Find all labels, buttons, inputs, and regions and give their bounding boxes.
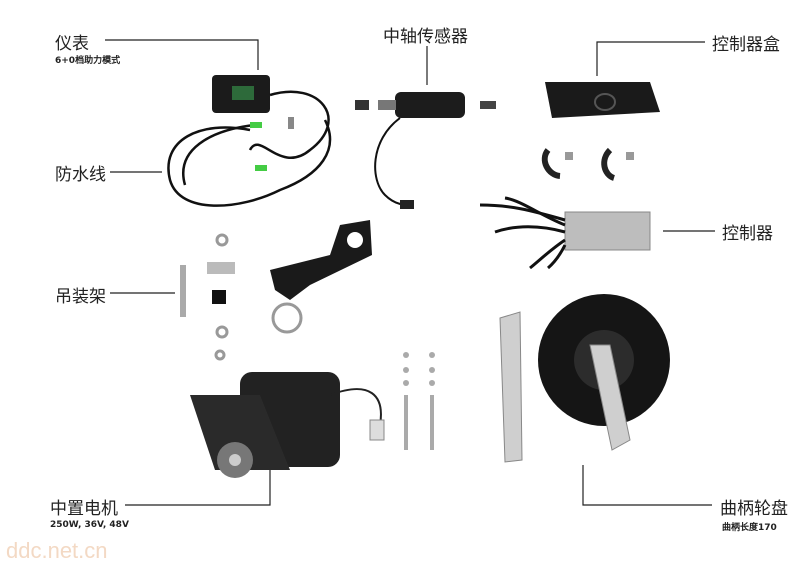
label-crankset: 曲柄轮盘 xyxy=(720,499,788,519)
label-motor: 中置电机 xyxy=(50,499,118,519)
label-hanger: 吊装架 xyxy=(55,287,106,307)
bolts-icon xyxy=(403,352,435,450)
label-sensor: 中轴传感器 xyxy=(383,27,468,47)
watermark: ddc.net.cn xyxy=(6,538,108,563)
bottom-bracket-sensor-icon xyxy=(355,92,496,209)
controller-box-icon xyxy=(541,82,660,181)
leader-crankset xyxy=(582,465,712,506)
label-motor-sub: 250W, 36V, 48V xyxy=(50,520,129,530)
label-meter: 仪表 xyxy=(55,34,89,54)
waterproof-cable-icon xyxy=(167,119,332,207)
leader-controller-box xyxy=(596,41,705,76)
leader-lines xyxy=(105,39,715,506)
label-meter-sub: 6+0档助力模式 xyxy=(55,56,121,66)
controller-icon xyxy=(479,196,651,270)
label-controller-box: 控制器盒 xyxy=(712,35,780,55)
crankset-icon xyxy=(499,294,670,463)
label-waterproof-cable: 防水线 xyxy=(55,165,106,185)
label-controller: 控制器 xyxy=(722,224,773,244)
leader-meter xyxy=(105,39,259,70)
label-crankset-sub: 曲柄长度170 xyxy=(722,523,777,533)
mid-drive-motor-icon xyxy=(190,372,385,478)
hanger-bracket-icon xyxy=(180,220,372,361)
meter-display-icon xyxy=(212,75,330,159)
leader-motor xyxy=(125,470,271,506)
